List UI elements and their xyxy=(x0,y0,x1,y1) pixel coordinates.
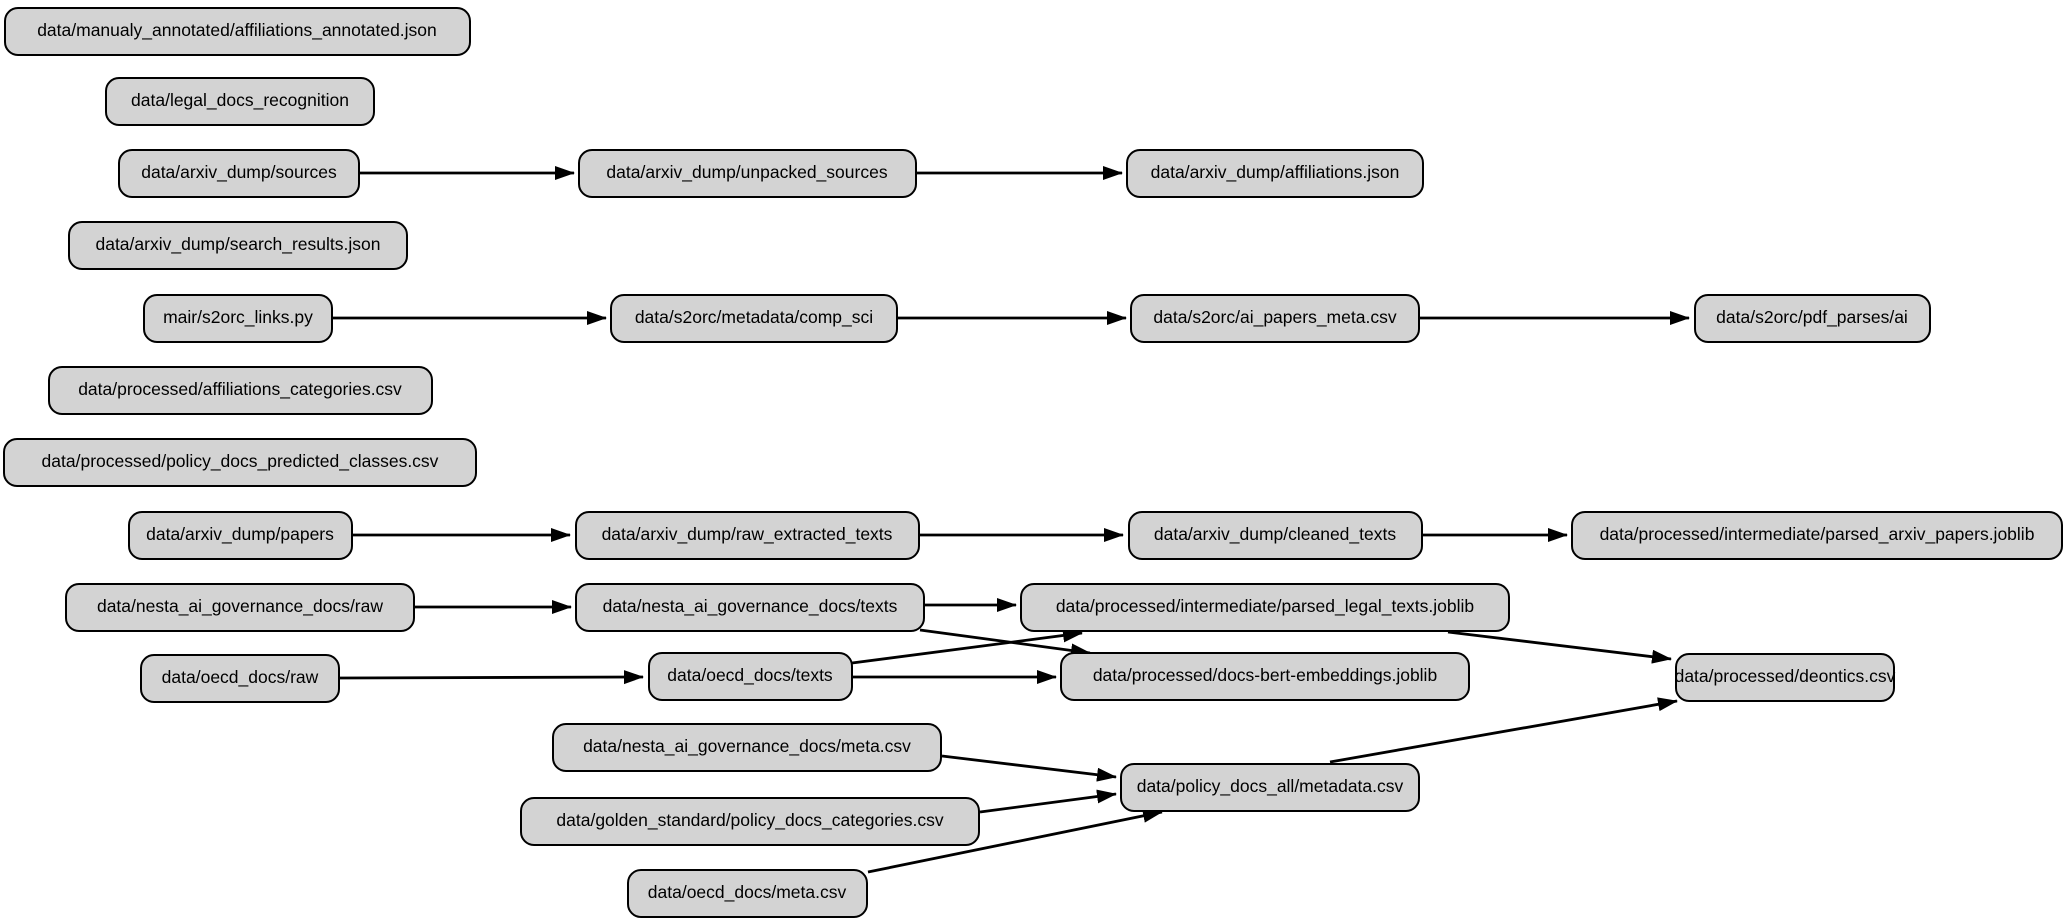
node-oecd_texts: data/oecd_docs/texts xyxy=(647,651,853,701)
node-arxiv_raw_extracted: data/arxiv_dump/raw_extracted_texts xyxy=(574,510,920,560)
node-s2orc_links: mair/s2orc_links.py xyxy=(143,293,333,343)
node-arxiv_sources: data/arxiv_dump/sources xyxy=(118,148,360,198)
node-s2orc_ai_papers_meta: data/s2orc/ai_papers_meta.csv xyxy=(1130,293,1420,343)
node-oecd_meta: data/oecd_docs/meta.csv xyxy=(626,868,868,918)
node-policy_docs_all_metadata: data/policy_docs_all/metadata.csv xyxy=(1120,762,1420,812)
edge-nesta_meta-to-policy_docs_all_metadata xyxy=(941,754,1117,782)
node-parsed_legal_texts: data/processed/intermediate/parsed_legal… xyxy=(1020,582,1510,632)
node-deontics: data/processed/deontics.csv xyxy=(1675,652,1895,702)
node-affiliations_categories: data/processed/affiliations_categories.c… xyxy=(47,365,433,415)
node-nesta_texts: data/nesta_ai_governance_docs/texts xyxy=(575,582,925,632)
edge-oecd_texts-to-parsed_legal_texts xyxy=(851,628,1083,665)
node-arxiv_papers: data/arxiv_dump/papers xyxy=(127,510,353,560)
node-s2orc_pdf_parses: data/s2orc/pdf_parses/ai xyxy=(1693,293,1931,343)
node-legal_docs_recognition: data/legal_docs_recognition xyxy=(105,76,375,126)
edge-parsed_legal_texts-to-deontics xyxy=(1447,630,1672,664)
node-nesta_raw: data/nesta_ai_governance_docs/raw xyxy=(65,582,415,632)
node-arxiv_affiliations: data/arxiv_dump/affiliations.json xyxy=(1126,148,1424,198)
node-oecd_raw: data/oecd_docs/raw xyxy=(140,653,340,703)
node-s2orc_comp_sci: data/s2orc/metadata/comp_sci xyxy=(610,293,898,343)
node-policy_docs_predicted: data/processed/policy_docs_predicted_cla… xyxy=(3,437,477,487)
node-docs_bert_embeddings: data/processed/docs-bert-embeddings.jobl… xyxy=(1060,651,1470,701)
edge-nesta_texts-to-docs_bert_embeddings xyxy=(919,628,1091,658)
node-parsed_arxiv_papers: data/processed/intermediate/parsed_arxiv… xyxy=(1571,510,2063,560)
node-arxiv_unpacked: data/arxiv_dump/unpacked_sources xyxy=(577,148,917,198)
node-arxiv_cleaned: data/arxiv_dump/cleaned_texts xyxy=(1127,510,1423,560)
node-manualy_annotated: data/manualy_annotated/affiliations_anno… xyxy=(3,6,471,56)
edge-oecd_meta-to-policy_docs_all_metadata xyxy=(867,808,1163,874)
node-arxiv_search_results: data/arxiv_dump/search_results.json xyxy=(68,220,408,270)
node-nesta_meta: data/nesta_ai_governance_docs/meta.csv xyxy=(552,722,942,772)
edge-policy_docs_all_metadata-to-deontics xyxy=(1329,697,1678,764)
edge-oecd_raw-to-oecd_texts xyxy=(339,670,644,685)
edge-golden_standard-to-policy_docs_all_metadata xyxy=(979,789,1117,814)
node-golden_standard: data/golden_standard/policy_docs_categor… xyxy=(520,796,980,846)
